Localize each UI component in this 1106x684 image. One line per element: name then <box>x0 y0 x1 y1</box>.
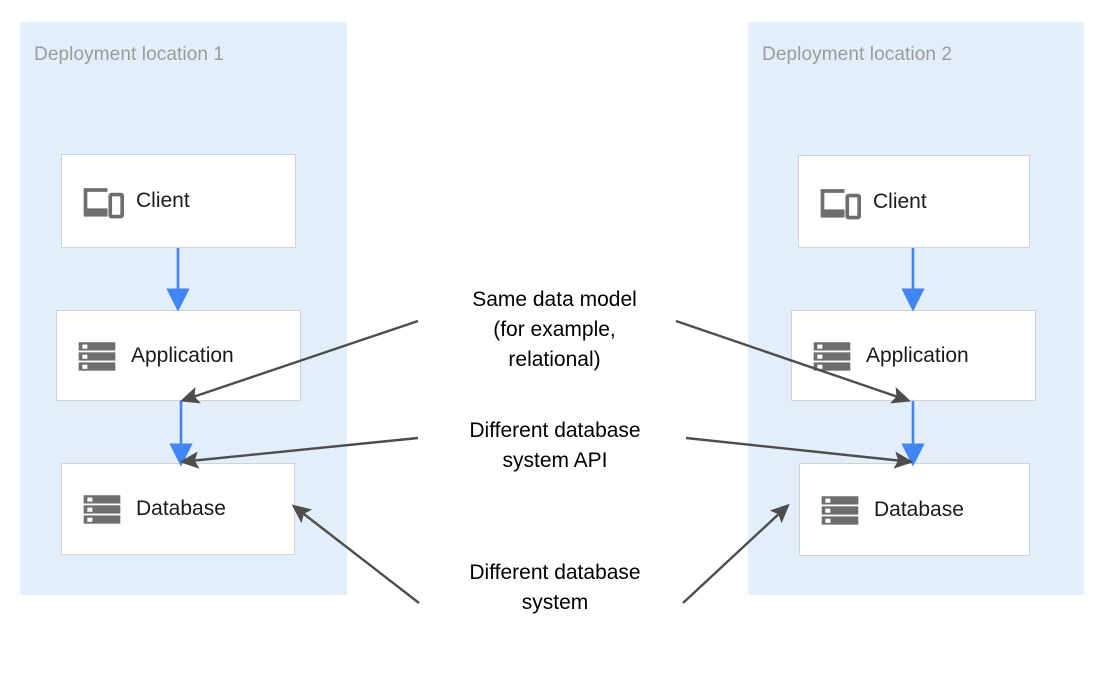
server-stack-icon <box>78 341 116 371</box>
annotation-same-data-model: Same data model (for example, relational… <box>472 288 637 371</box>
node-label: Client <box>873 189 927 213</box>
deployment-location-1-label: Deployment location 1 <box>34 44 225 65</box>
node-database-location-1[interactable]: Database <box>61 463 295 555</box>
node-label: Database <box>136 497 226 520</box>
devices-icon <box>83 188 124 219</box>
annotation-different-database-system: Different database system <box>469 561 641 614</box>
node-client-location-1[interactable]: Client <box>61 154 296 248</box>
server-stack-icon <box>83 495 121 524</box>
node-database-location-2[interactable]: Database <box>799 463 1030 556</box>
server-stack-icon <box>813 341 851 371</box>
node-application-location-2[interactable]: Application <box>791 310 1036 401</box>
node-client-location-2[interactable]: Client <box>798 155 1030 248</box>
node-label: Application <box>131 343 234 367</box>
deployment-location-2-label: Deployment location 2 <box>762 44 953 65</box>
node-label: Database <box>874 497 964 521</box>
node-application-location-1[interactable]: Application <box>56 310 301 401</box>
node-label: Application <box>866 343 969 367</box>
devices-icon <box>820 188 861 219</box>
server-stack-icon <box>821 495 859 525</box>
annotation-different-database-system-api: Different database system API <box>469 419 641 472</box>
node-label: Client <box>136 189 190 212</box>
